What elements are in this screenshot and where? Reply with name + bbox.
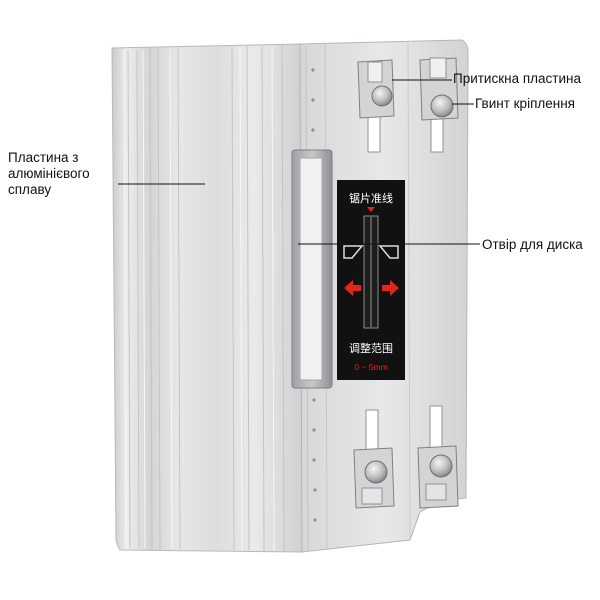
- left-arrow-icon: [344, 280, 361, 296]
- guide-top-label: 锯片准线: [349, 191, 393, 205]
- aluminum-alloy-plate: [111, 43, 303, 553]
- fixing-screw-icon: [364, 460, 388, 484]
- callout-leader-lines: [118, 79, 480, 245]
- guide-range: 0 ~ 5mm: [354, 362, 387, 372]
- fixing-screw-icon: [429, 454, 453, 478]
- bottom-left-clamp: [353, 409, 395, 509]
- blade-slot: [291, 149, 333, 389]
- saw-guide-panel: 锯片准线 调整范围 0 ~ 5mm: [337, 180, 405, 380]
- top-right-clamp: [419, 57, 459, 153]
- callout-fixing-screw: Гвинт кріплення: [475, 96, 575, 111]
- guide-bottom-label: 调整范围: [349, 341, 393, 355]
- callout-blade-hole: Отвір для диска: [482, 237, 583, 252]
- fixing-screw-icon: [430, 94, 454, 118]
- top-left-clamp: [357, 59, 395, 153]
- fixing-screw-icon: [371, 85, 393, 107]
- bottom-right-clamp: [417, 405, 459, 509]
- callout-aluminum-alloy-plate: Пластина з алюмінієвого сплаву: [8, 150, 90, 197]
- callout-clamp-plate: Притискна пластина: [453, 71, 581, 86]
- right-arrow-icon: [382, 280, 399, 296]
